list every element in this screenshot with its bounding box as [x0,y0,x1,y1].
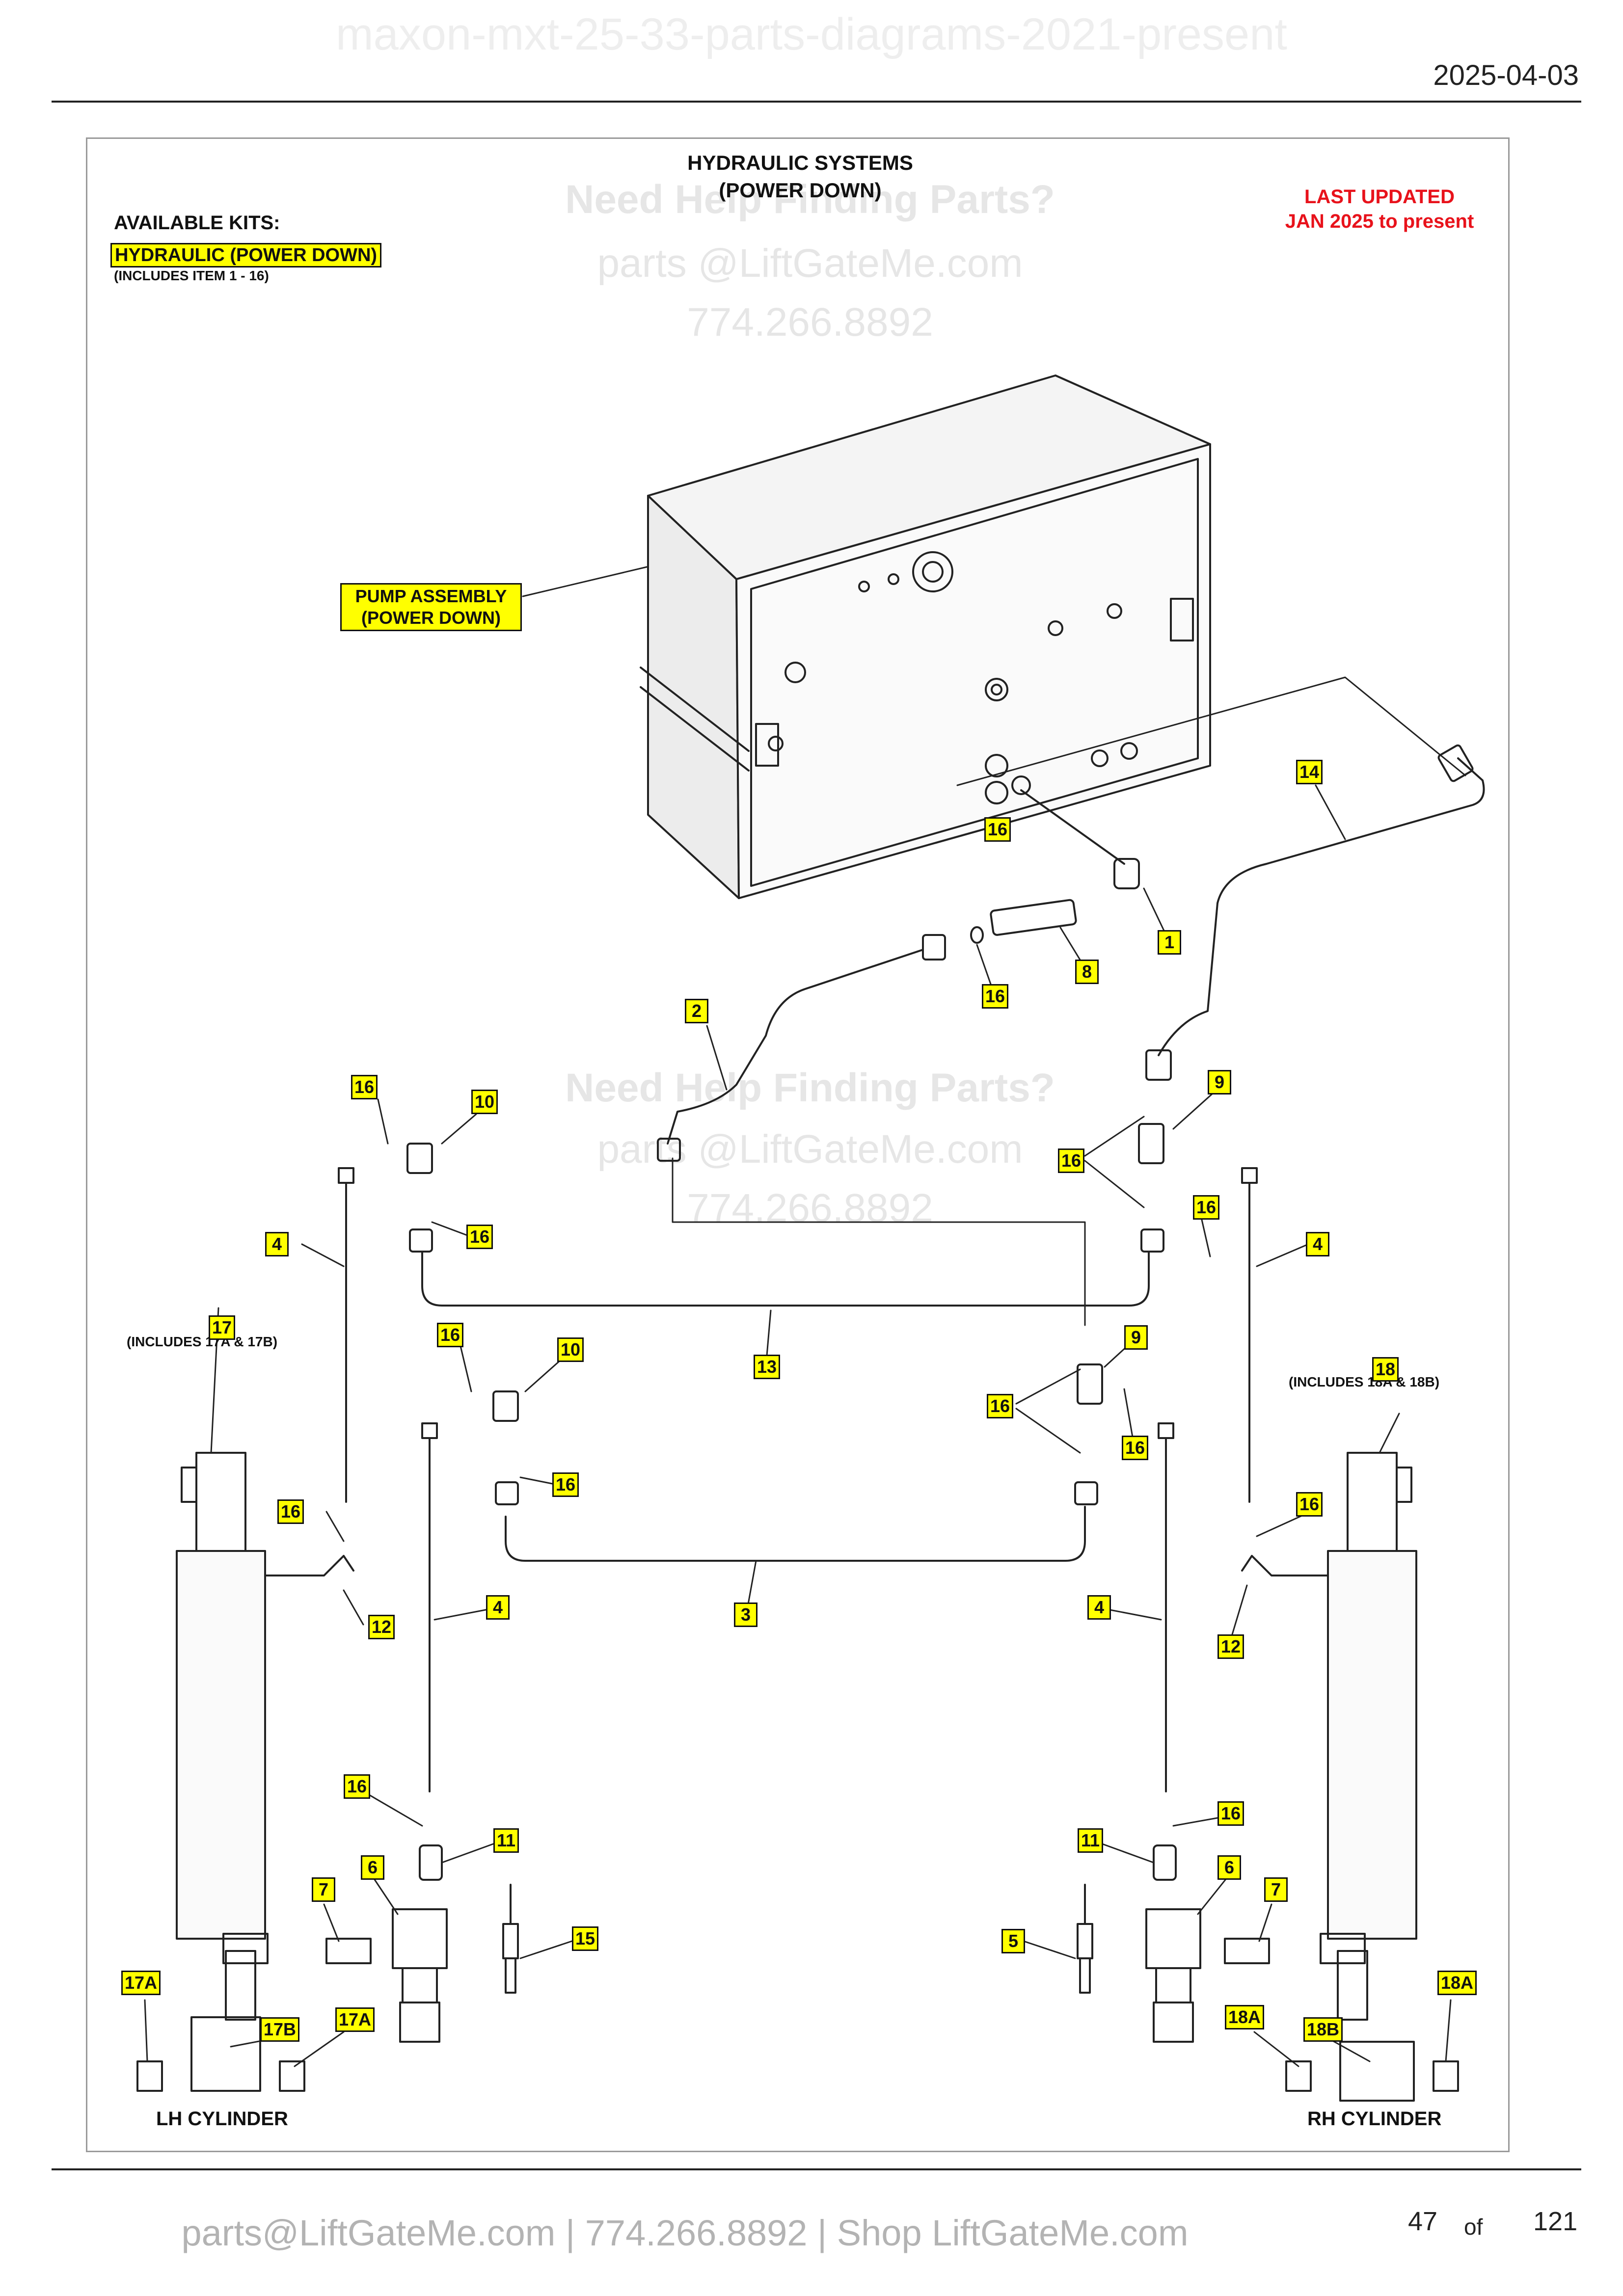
callout-18b: 18B [1303,2017,1343,2042]
callout-9-bottom: 9 [1124,1325,1148,1350]
callout-17: 17 [209,1315,236,1340]
tube-2 [667,949,924,1145]
document-title: maxon-mxt-25-33-parts-diagrams-2021-pres… [336,9,1287,59]
hose-4-right-outer [1241,1167,1258,1503]
footer-contact: parts@LiftGateMe.com | 774.266.8892 | Sh… [181,2213,1189,2253]
callout-18: 18 [1372,1357,1399,1382]
callout-17a-left: 17A [121,1971,161,1995]
callout-16-c: 16 [466,1225,493,1249]
callout-4-left-inner: 4 [486,1595,510,1620]
callout-16-n: 16 [984,817,1011,842]
footer-rule [52,2168,1581,2170]
callout-15: 15 [572,1926,599,1951]
callout-17a-right: 17A [335,2007,375,2032]
last-updated: LAST UPDATED JAN 2025 to present [1252,185,1507,234]
pump-assembly-label-line1: PUMP ASSEMBLY [355,586,507,606]
watermark-phone-2: 774.266.8892 [687,1186,933,1230]
callout-18a-right: 18A [1437,1971,1477,1995]
callout-16-i: 16 [1122,1436,1149,1460]
watermark-email-2: parts @LiftGateMe.com [597,1127,1023,1172]
hose-4-left-outer [338,1167,354,1503]
pump-fittings [922,789,1140,961]
callout-13: 13 [754,1355,781,1379]
diagram-title: HYDRAULIC SYSTEMS [687,151,913,174]
callout-6-right: 6 [1217,1855,1241,1880]
callout-16-j: 16 [277,1499,304,1524]
item-17-note: (INCLUDES 17A & 17B) [127,1334,278,1349]
diagram-subtitle: (POWER DOWN) [719,179,882,202]
tube-13 [421,1251,1150,1307]
page-number: 47 [1408,2207,1438,2236]
pump-assembly-label: PUMP ASSEMBLY (POWER DOWN) [340,583,522,631]
left-valve-6 [325,1844,448,2043]
callout-11-left: 11 [493,1828,519,1853]
callout-16-f: 16 [437,1323,464,1347]
pump-assembly-label-line2: (POWER DOWN) [361,608,501,628]
last-updated-range: JAN 2025 to present [1285,211,1474,232]
callout-8: 8 [1075,960,1099,984]
kits-heading: AVAILABLE KITS: [114,212,280,234]
sensor-5 [1077,1884,1093,1994]
item-18-note: (INCLUDES 18A & 18B) [1289,1374,1440,1389]
callout-12-left: 12 [368,1615,395,1639]
pump-assembly [522,374,1211,899]
callout-17b: 17B [260,2017,300,2042]
callout-16-a: 16 [982,984,1009,1009]
watermark-phone: 774.266.8892 [687,300,933,345]
callout-10-top: 10 [471,1090,498,1114]
page-of: of [1464,2214,1483,2240]
callout-6-left: 6 [361,1855,384,1880]
callout-7-right: 7 [1264,1877,1288,1902]
lh-cylinder [136,1452,354,2092]
tube-14 [1158,757,1485,1056]
kit-name: HYDRAULIC (POWER DOWN) [110,243,382,267]
callout-4-left-outer: 4 [265,1232,289,1256]
callout-11-right: 11 [1078,1828,1104,1853]
lh-cylinder-label: LH CYLINDER [156,2108,288,2130]
right-valve-6 [1145,1844,1270,2043]
callout-14: 14 [1296,760,1323,784]
header-rule [52,101,1581,103]
document-date: 2025-04-03 [1433,59,1579,91]
hose-4-left-inner [421,1422,438,1792]
callout-16-m: 16 [1217,1801,1244,1826]
callout-12-right: 12 [1217,1634,1244,1659]
callout-16-l: 16 [344,1774,371,1799]
callout-18a-left: 18A [1225,2005,1265,2029]
callout-7-left: 7 [312,1877,335,1902]
last-updated-label: LAST UPDATED [1304,186,1455,208]
callout-16-d: 16 [1058,1148,1085,1173]
sensor-15 [502,1884,519,1994]
callout-1: 1 [1158,930,1181,955]
page-total: 121 [1533,2207,1578,2236]
callout-2: 2 [685,999,708,1023]
callout-16-g: 16 [552,1472,579,1497]
watermark-heading: Need Help Finding Parts? [565,177,1055,222]
callout-16-b: 16 [351,1075,378,1099]
rh-cylinder-label: RH CYLINDER [1307,2108,1442,2130]
diagram-frame [86,137,1510,2152]
callout-16-h: 16 [987,1394,1014,1418]
kit-note: (INCLUDES ITEM 1 - 16) [114,268,269,283]
callout-9-top: 9 [1208,1070,1231,1095]
hose-4-right-inner [1158,1422,1174,1792]
callout-10-bottom: 10 [557,1337,584,1362]
callout-5: 5 [1001,1929,1025,1953]
callout-4-right-outer: 4 [1306,1232,1329,1256]
callout-16-e: 16 [1193,1195,1220,1220]
tube-3 [505,1506,1086,1562]
watermark-heading-2: Need Help Finding Parts? [565,1066,1055,1110]
watermark-email: parts @LiftGateMe.com [597,241,1023,286]
rh-cylinder [1241,1452,1459,2102]
callout-3: 3 [734,1602,757,1627]
callout-4-right-inner: 4 [1087,1595,1111,1620]
callout-16-k: 16 [1296,1492,1323,1517]
